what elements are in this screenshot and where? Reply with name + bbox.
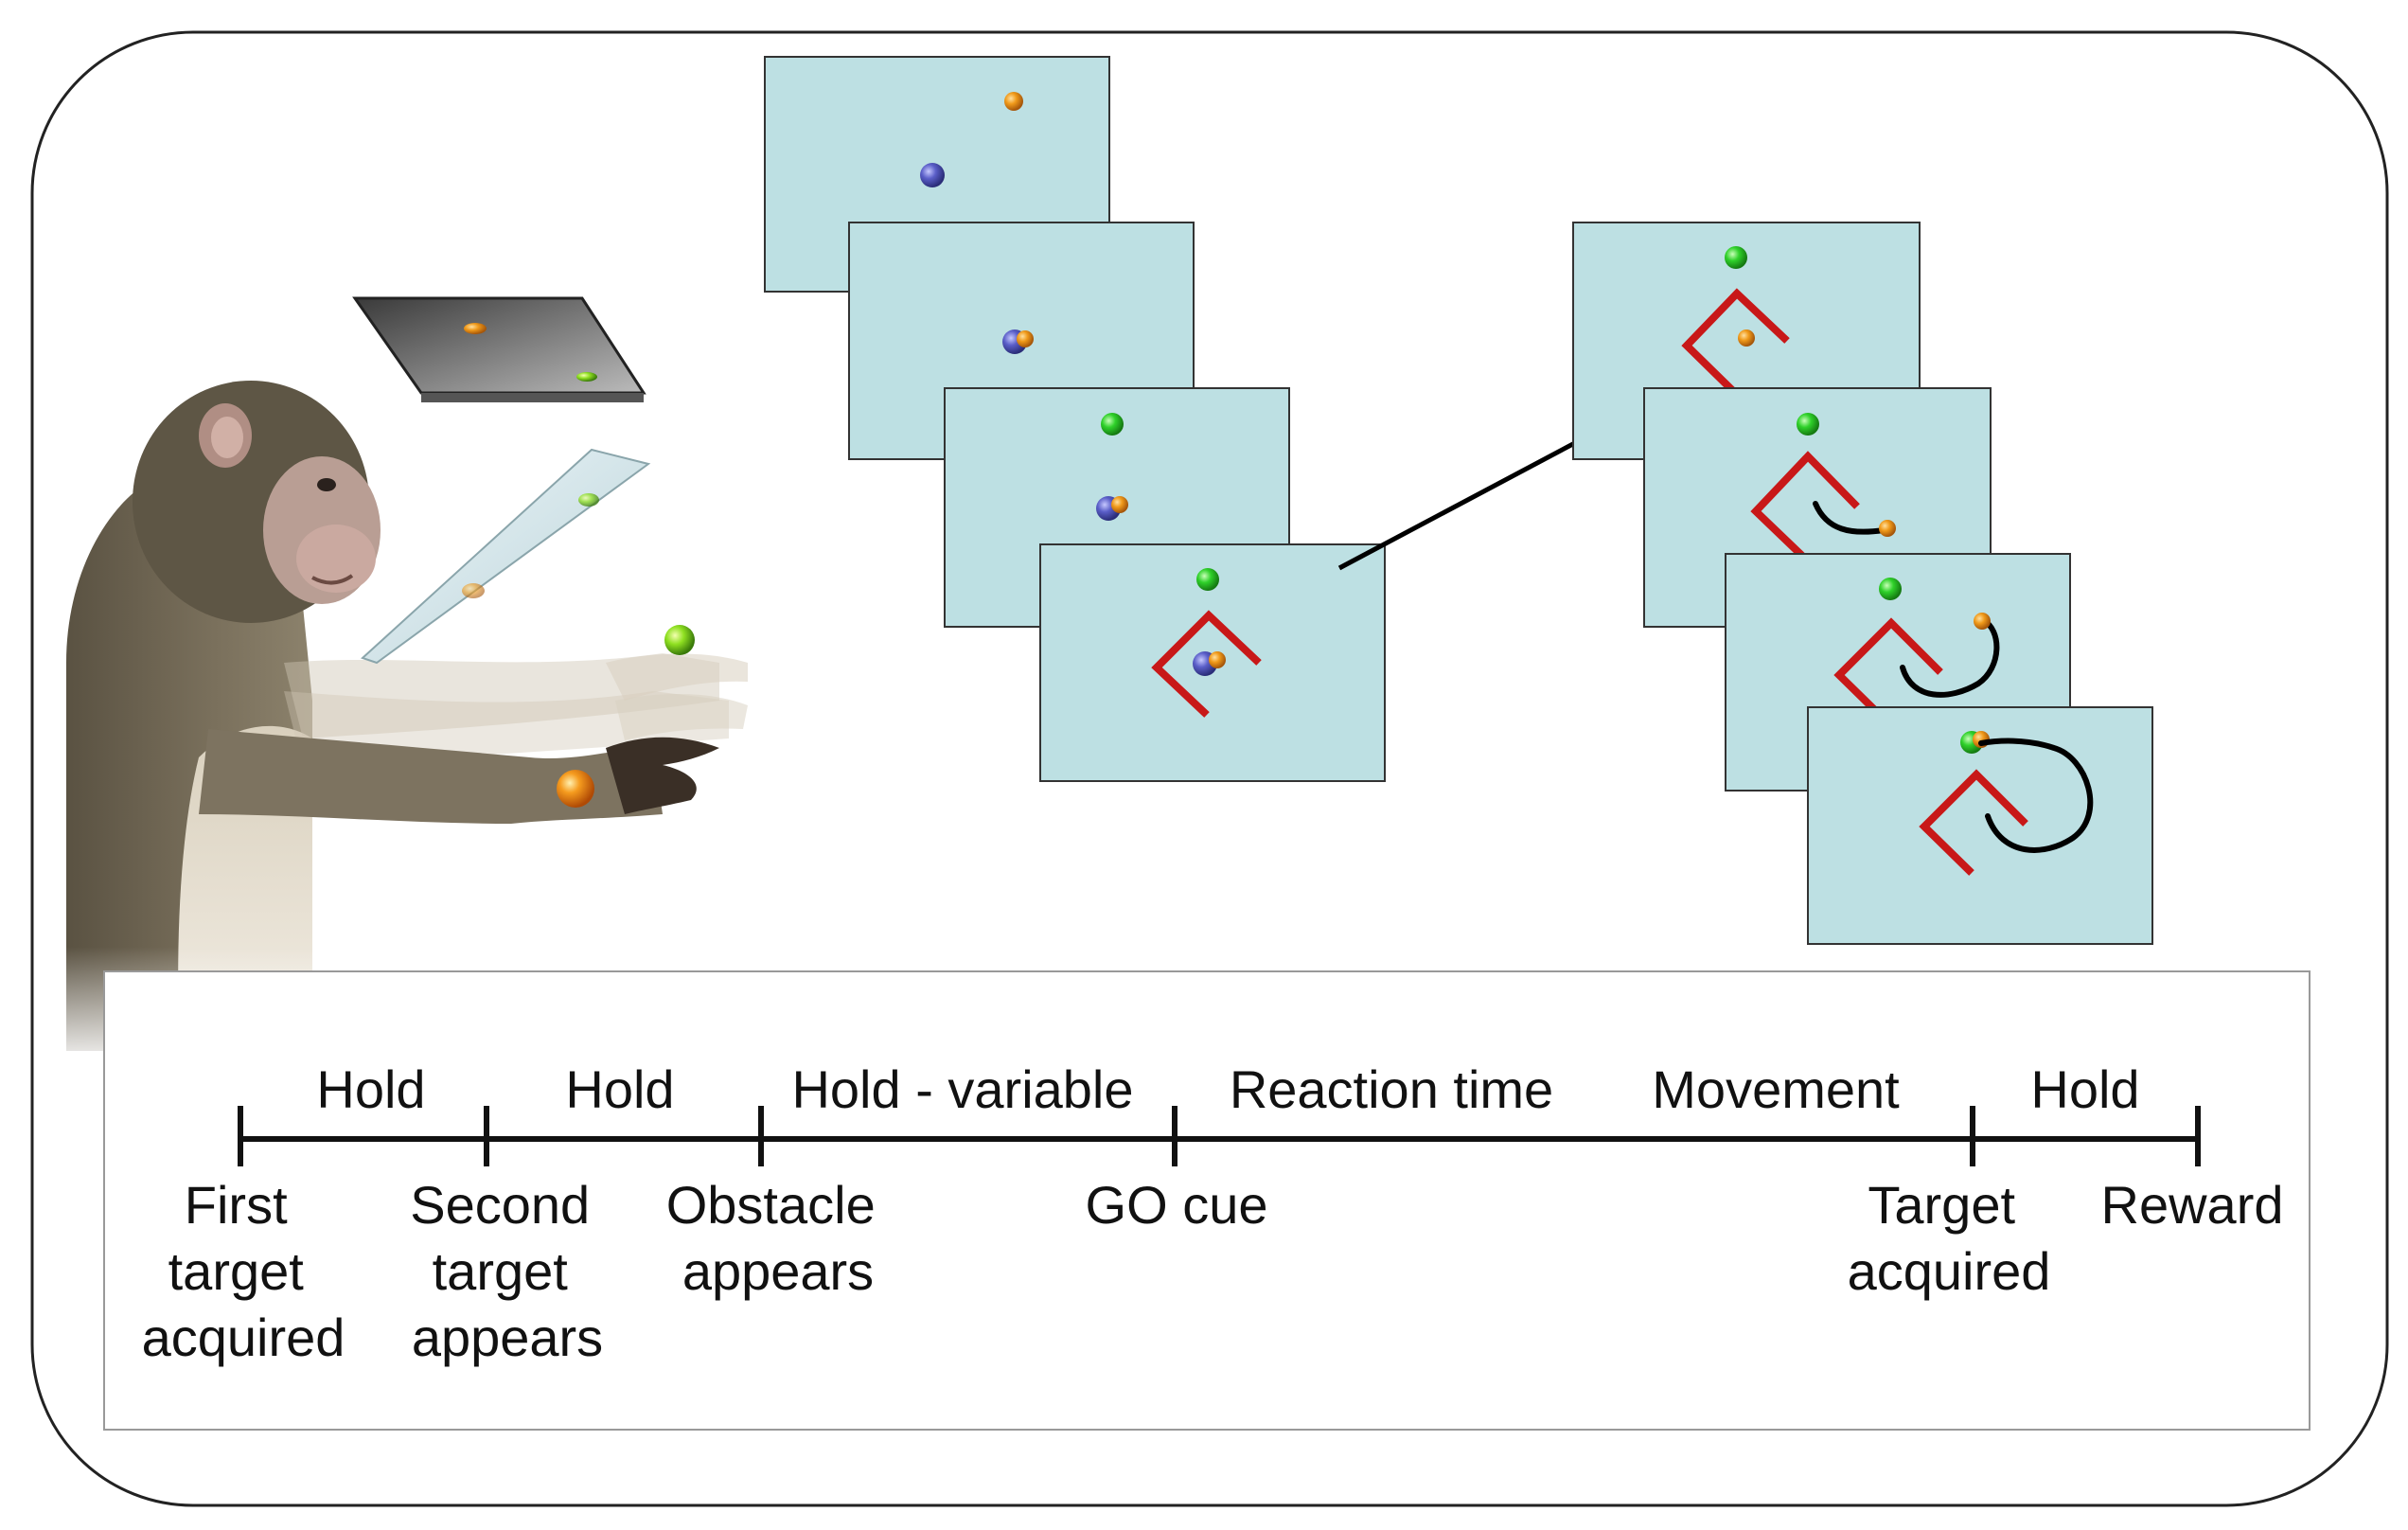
monkey-hand bbox=[606, 737, 719, 814]
screen-4 bbox=[1039, 543, 1386, 782]
event-label-target-acquired: Target acquired bbox=[1848, 1175, 2051, 1301]
event-label-second-target-appears: Second target appears bbox=[410, 1175, 605, 1367]
event-label-go-cue: GO cue bbox=[1086, 1175, 1268, 1235]
obstacle-shape bbox=[1833, 617, 1943, 724]
obstacle-shape bbox=[1681, 288, 1790, 393]
obstacle-shape bbox=[1151, 610, 1262, 718]
monkey-head bbox=[133, 381, 381, 623]
green-sphere bbox=[1196, 568, 1219, 591]
phase-label-hold-3: Hold bbox=[2030, 1059, 2139, 1119]
green-sphere bbox=[1879, 578, 1902, 600]
timeline: Hold Hold Hold - variable Reaction time … bbox=[142, 1059, 2284, 1367]
trajectory-line bbox=[1900, 617, 2000, 698]
green-sphere bbox=[1101, 413, 1124, 436]
blue-sphere bbox=[920, 163, 945, 187]
ghost-hand-1 bbox=[606, 653, 748, 701]
screen-stack-right bbox=[1572, 222, 2153, 945]
monkey-arm bbox=[199, 729, 663, 824]
trajectory-line bbox=[1813, 501, 1886, 535]
trajectory-line bbox=[1978, 738, 2094, 853]
orange-sphere bbox=[1879, 520, 1896, 537]
mirror-panel-icon bbox=[361, 448, 651, 665]
phase-label-hold-1: Hold bbox=[316, 1059, 425, 1119]
orange-sphere bbox=[1004, 92, 1023, 111]
floating-target-sphere bbox=[664, 625, 695, 655]
green-sphere bbox=[1797, 413, 1819, 436]
hand-marker-sphere bbox=[557, 770, 594, 808]
timeline-panel bbox=[103, 970, 2311, 1431]
obstacle-shape bbox=[1919, 769, 2028, 876]
event-label-obstacle-appears: Obstacle appears bbox=[666, 1175, 891, 1301]
orange-sphere bbox=[1974, 613, 1991, 630]
orange-sphere bbox=[1209, 651, 1226, 668]
screen-8 bbox=[1807, 706, 2153, 945]
phase-label-reaction-time: Reaction time bbox=[1230, 1059, 1553, 1119]
phase-label-hold-variable: Hold - variable bbox=[791, 1059, 1133, 1119]
ghost-hand-2 bbox=[615, 694, 748, 740]
obstacle-shape bbox=[1750, 451, 1860, 560]
screen-stack-left bbox=[764, 56, 1386, 782]
orange-sphere bbox=[1017, 330, 1034, 347]
monitor-panel-icon bbox=[352, 296, 646, 402]
orange-sphere bbox=[1738, 329, 1755, 347]
orange-sphere bbox=[1111, 496, 1128, 513]
event-label-first-target-acquired: First target acquired bbox=[142, 1175, 345, 1367]
ghost-arm-upper bbox=[284, 653, 719, 738]
phase-label-movement: Movement bbox=[1652, 1059, 1900, 1119]
phase-label-hold-2: Hold bbox=[565, 1059, 674, 1119]
event-label-reward: Reward bbox=[2101, 1175, 2284, 1235]
green-sphere bbox=[1725, 246, 1747, 269]
